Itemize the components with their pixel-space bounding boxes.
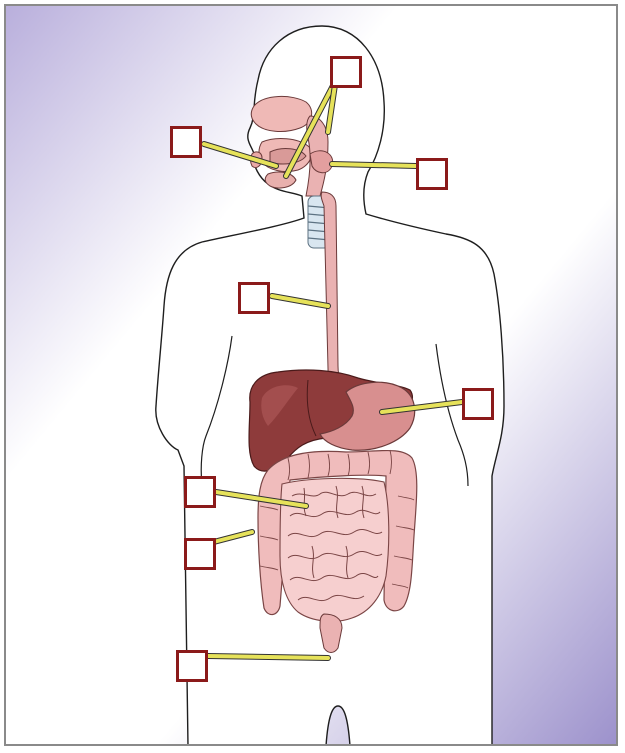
nasal-cavity bbox=[251, 96, 311, 131]
label-box-stomach[interactable] bbox=[462, 388, 494, 420]
diagram-frame bbox=[4, 4, 618, 746]
small-intestine bbox=[280, 478, 389, 621]
leader-line-anus bbox=[208, 656, 328, 658]
label-box-pharynx[interactable] bbox=[416, 158, 448, 190]
leader-line-pharynx bbox=[332, 164, 416, 166]
label-box-esophagus[interactable] bbox=[238, 282, 270, 314]
rectum bbox=[320, 614, 342, 653]
label-box-large-intestine[interactable] bbox=[184, 538, 216, 570]
label-box-small-intestine[interactable] bbox=[184, 476, 216, 508]
label-box-salivary-glands[interactable] bbox=[170, 126, 202, 158]
label-box-anus[interactable] bbox=[176, 650, 208, 682]
label-box-mouth[interactable] bbox=[330, 56, 362, 88]
digestive-system-illustration bbox=[6, 6, 618, 746]
